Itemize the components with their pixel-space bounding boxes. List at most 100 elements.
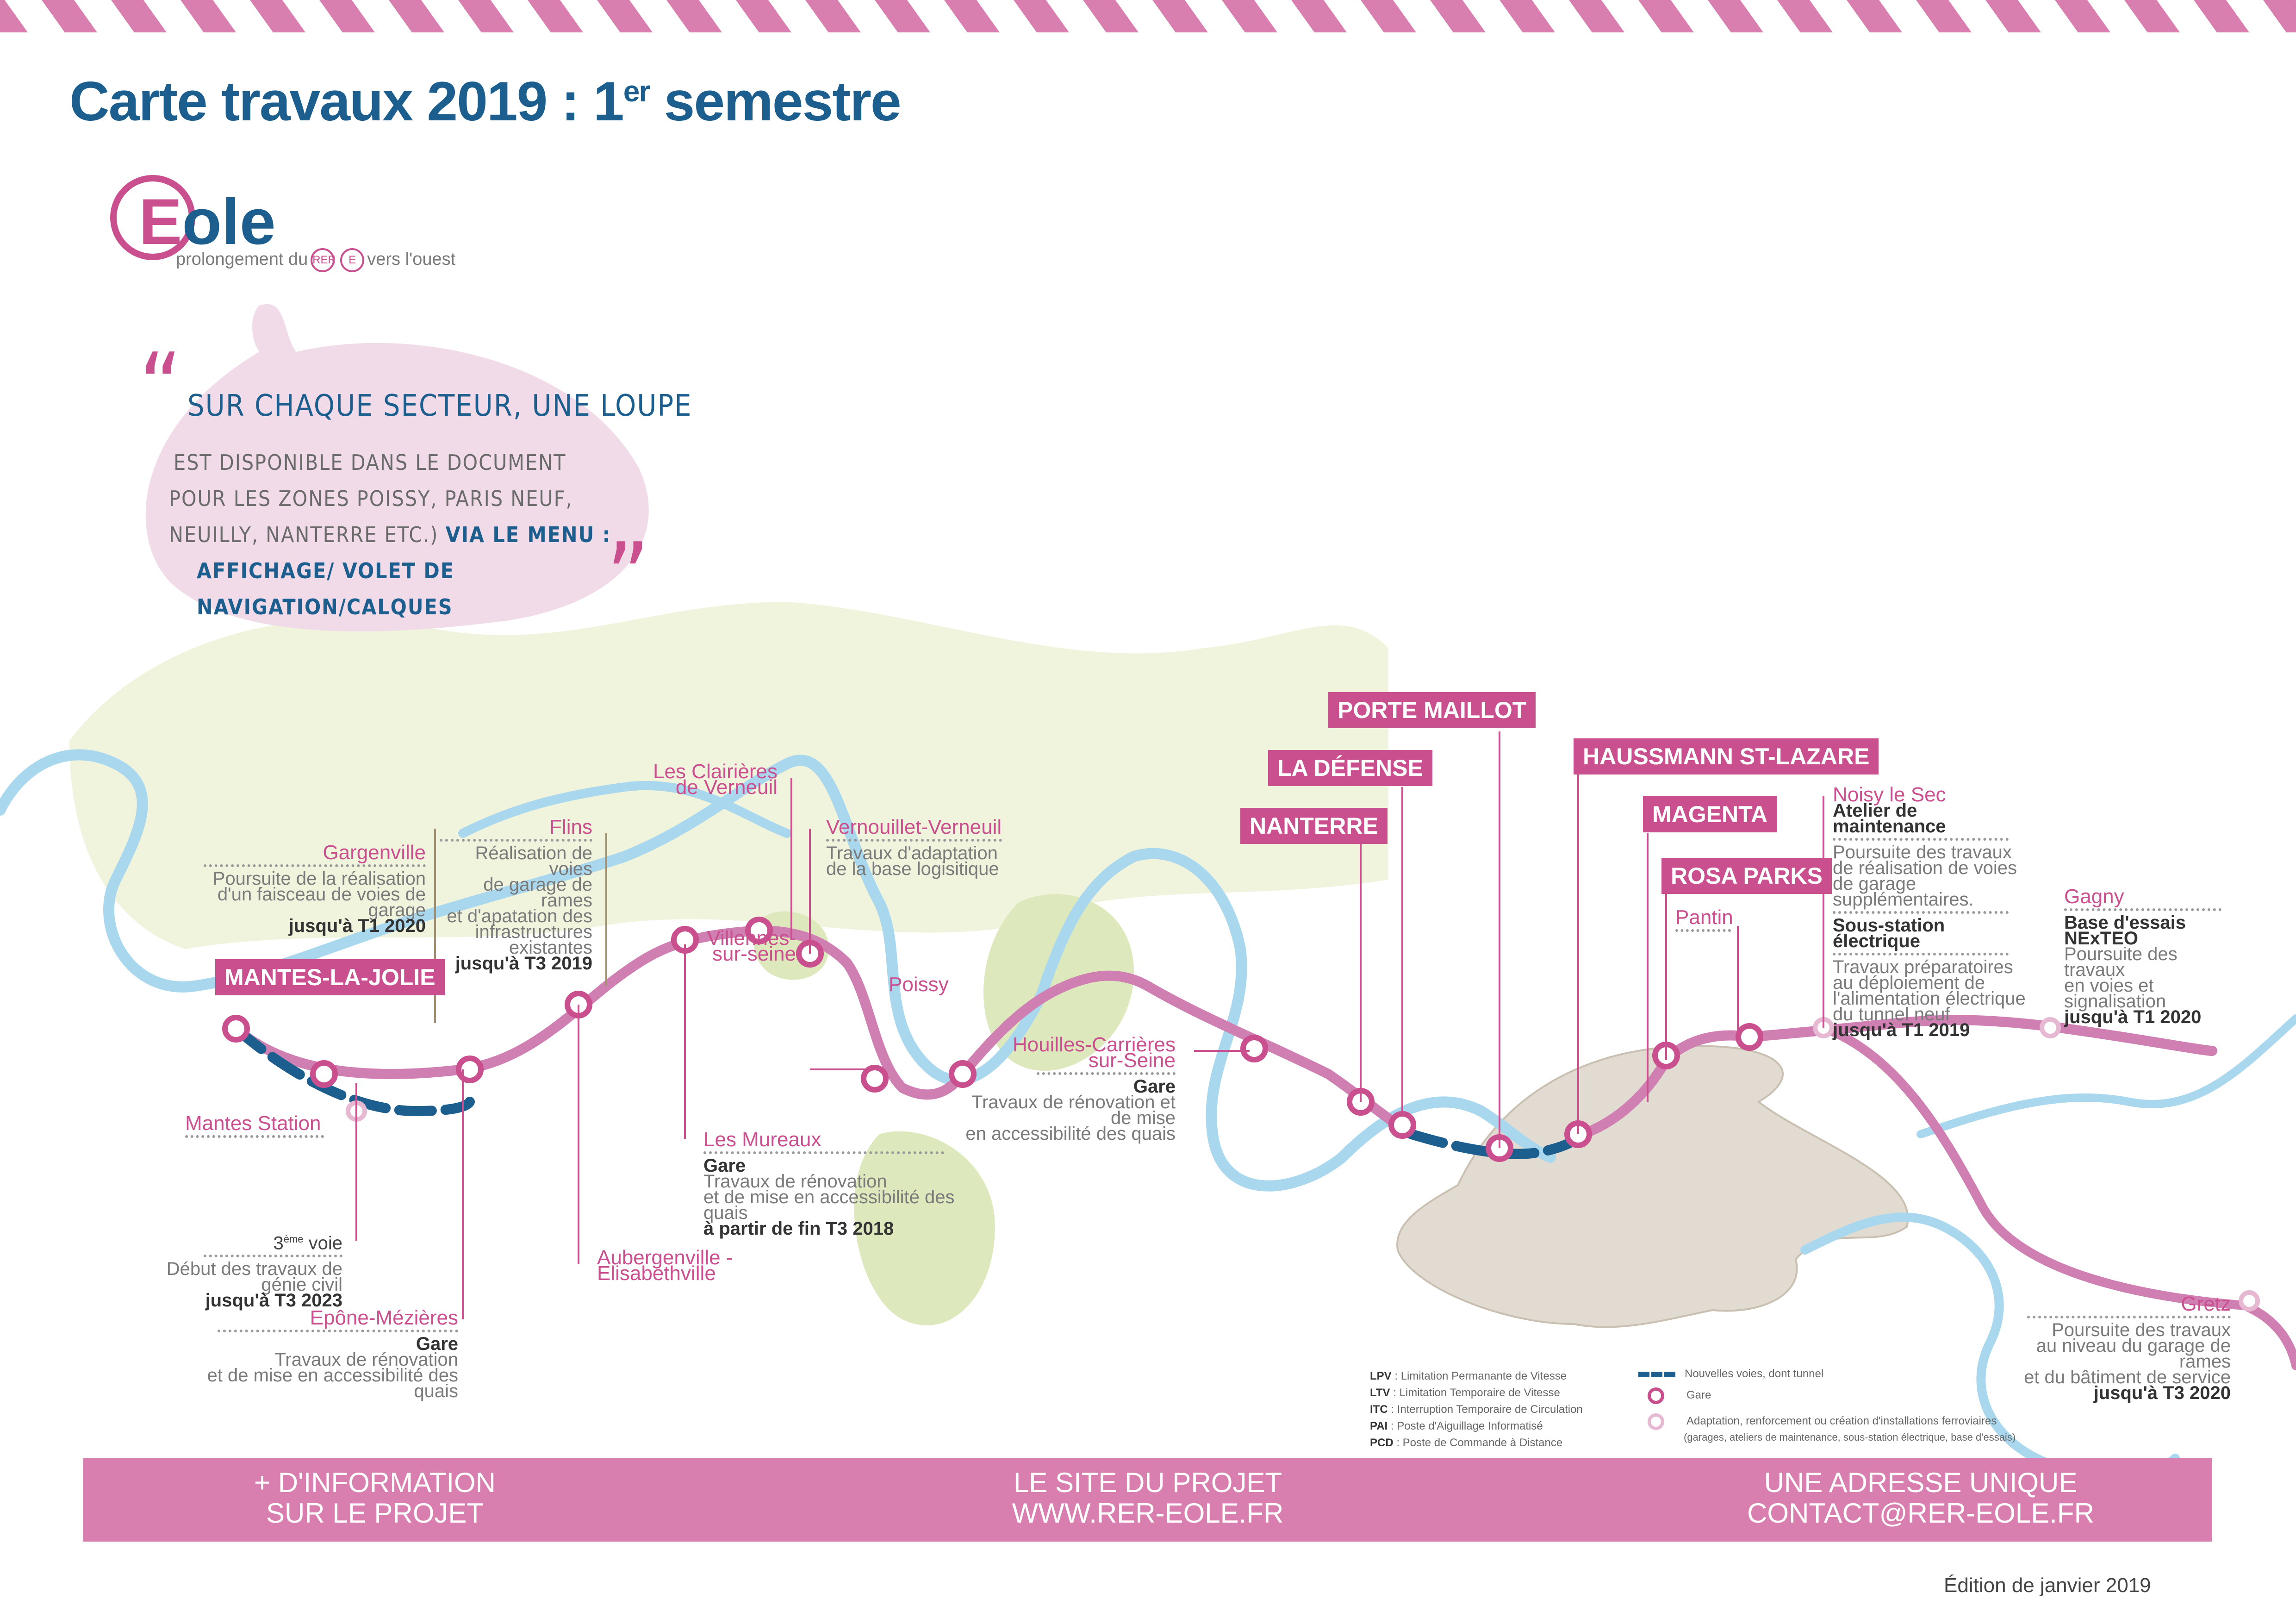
stripe: [1916, 0, 1972, 32]
stripe: [1083, 0, 1139, 32]
station-marker[interactable]: [949, 1060, 977, 1088]
label-noisy-le-sec: Noisy le Sec Atelier de maintenance Pour…: [1833, 783, 2026, 1040]
station-marker[interactable]: [222, 1015, 250, 1043]
stripe: [1569, 0, 1624, 32]
stripe: [389, 0, 444, 32]
stripe: [1361, 0, 1416, 32]
station-marker[interactable]: [861, 1065, 889, 1093]
station-la-defense[interactable]: LA DÉFENSE: [1268, 750, 1432, 786]
stripe: [2124, 0, 2180, 32]
stripe: [458, 0, 514, 32]
station-marker[interactable]: [310, 1060, 338, 1088]
open-quote-icon: “: [139, 333, 183, 441]
green-park-2: [854, 1131, 995, 1326]
stripe: [1847, 0, 1902, 32]
green-area: [69, 602, 1388, 949]
station-marker[interactable]: [1240, 1035, 1268, 1062]
label-3eme-voie: 3ème voie Début des travaux de génie civ…: [166, 1233, 342, 1311]
label-pantin: Pantin: [1675, 907, 1733, 936]
logo-ring: [110, 175, 195, 260]
stripe: [1222, 0, 1277, 32]
quote-headline: SUR CHAQUE SECTEUR, UNE LOUPE: [187, 389, 692, 423]
stripe: [666, 0, 722, 32]
stripe: [250, 0, 305, 32]
top-stripe-border: [0, 0, 2296, 32]
stripe: [2194, 0, 2249, 32]
station-mantes-la-jolie[interactable]: MANTES-LA-JOLIE: [215, 959, 445, 995]
stripe: [528, 0, 583, 32]
stripe: [1638, 0, 1694, 32]
station-magenta[interactable]: MAGENTA: [1643, 796, 1777, 832]
close-quote-icon: ”: [606, 523, 651, 631]
label-poissy: Poissy: [889, 973, 949, 996]
stripe: [2263, 0, 2296, 32]
stripe: [180, 0, 236, 32]
stripe: [1430, 0, 1486, 32]
eole-logo: Eole: [139, 185, 276, 258]
stripe: [1291, 0, 1347, 32]
quote-body: EST DISPONIBLE DANS LE DOCUMENT POUR LES…: [169, 450, 611, 619]
label-aubergenville-elisabethville: Aubergenville -Elisabethville: [597, 1246, 733, 1285]
rer-e-branch-gretz: [1819, 1023, 2296, 1370]
stripe: [1014, 0, 1069, 32]
new-tracks-mantes: [231, 1024, 475, 1117]
label-mantes-station: Mantes Station: [185, 1113, 324, 1142]
station-nanterre[interactable]: NANTERRE: [1240, 808, 1388, 844]
stripe: [736, 0, 791, 32]
label-villennes-sur-seine: Villennes-sur-seine: [707, 927, 796, 965]
line-e-badge-icon: E: [340, 248, 365, 272]
stripe: [111, 0, 167, 32]
station-porte-maillot[interactable]: PORTE MAILLOT: [1328, 692, 1536, 728]
quote-bubble: [145, 304, 649, 631]
stripe: [1985, 0, 2041, 32]
info-banner: [83, 1458, 2212, 1542]
legend-symbols: Nouvelles voies, dont tunnel Gare Adapta…: [1638, 1366, 2016, 1443]
stripe: [1708, 0, 1763, 32]
station-marker[interactable]: [456, 1056, 484, 1083]
stripe: [875, 0, 930, 32]
legend-abbreviations: LPV : Limitation Permanante de Vitesse L…: [1370, 1370, 1583, 1449]
facility-marker[interactable]: [2040, 1017, 2061, 1038]
stripe: [2055, 0, 2110, 32]
callout-lines: [355, 731, 1824, 1319]
east-river: [1916, 1014, 2296, 1138]
oise-river: [458, 781, 791, 838]
stripe: [0, 0, 28, 32]
label-vernouillet-verneuil: Vernouillet-Verneuil Travaux d'adaptatio…: [826, 816, 1002, 879]
seine-river: [0, 749, 1556, 1192]
stripe: [1152, 0, 1208, 32]
page-title: Carte travaux 2019 : 1er semestre: [69, 70, 902, 132]
stripe: [944, 0, 1000, 32]
rer-badge-icon: RER: [311, 248, 336, 272]
tunnel-legend-icon: [1638, 1371, 1675, 1377]
adaptation-legend-icon: [1648, 1413, 1664, 1430]
station-marker[interactable]: [1736, 1023, 1763, 1051]
station-marker[interactable]: [1388, 1111, 1416, 1139]
station-haussmann-st-lazare[interactable]: HAUSSMANN ST-LAZARE: [1574, 738, 1879, 775]
stripe: [42, 0, 97, 32]
stripe: [597, 0, 653, 32]
station-rosa-parks[interactable]: ROSA PARKS: [1661, 858, 1832, 894]
stripe: [805, 0, 861, 32]
station-marker[interactable]: [745, 917, 773, 944]
stripe: [319, 0, 375, 32]
stripe: [1777, 0, 1833, 32]
stripe: [1500, 0, 1555, 32]
rer-e-line: [231, 925, 1417, 1139]
edition-date: Édition de janvier 2019: [1944, 1574, 2151, 1597]
station-legend-icon: [1648, 1387, 1664, 1404]
facility-marker[interactable]: [2239, 1290, 2260, 1312]
